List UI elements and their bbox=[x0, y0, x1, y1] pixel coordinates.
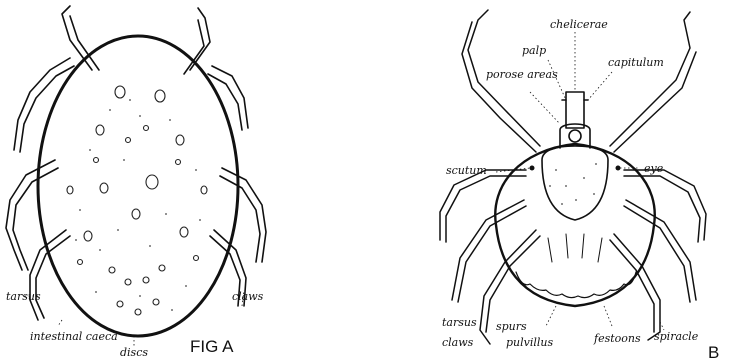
fig-b-label-eye: eye bbox=[644, 162, 664, 175]
fig-b-scutum bbox=[542, 146, 608, 220]
fig-b-body-outline bbox=[495, 144, 655, 306]
fig-b-label-scutum: scutum bbox=[446, 164, 487, 177]
fig-a-label-intestinal-caeca: intestinal caeca bbox=[30, 330, 118, 343]
fig-b-eye-right bbox=[616, 166, 621, 171]
fig-a-stipple bbox=[75, 99, 201, 311]
fig-b-capitulum bbox=[560, 92, 590, 148]
figure-b: chelicerae palp capitulum porose areas s… bbox=[440, 10, 719, 362]
fig-b-label-pulvillus: pulvillus bbox=[506, 336, 553, 349]
fig-b-punctations bbox=[549, 163, 597, 205]
figure-a: tarsus intestinal caeca discs claws FIG … bbox=[6, 6, 266, 359]
fig-b-label-spurs: spurs bbox=[496, 320, 527, 333]
fig-a-legs bbox=[6, 6, 266, 320]
fig-b-grooves bbox=[548, 234, 602, 262]
fig-b-label-porose-areas: porose areas bbox=[486, 68, 558, 81]
fig-a-label-tarsus: tarsus bbox=[6, 290, 41, 303]
fig-b-label-tarsus: tarsus bbox=[442, 316, 477, 329]
fig-b-label-claws: claws bbox=[442, 336, 474, 349]
fig-b-label-spiracle: spiracle bbox=[654, 330, 699, 343]
fig-b-label-chelicerae: chelicerae bbox=[550, 18, 608, 31]
fig-b-caption: B bbox=[708, 343, 719, 362]
fig-b-eye-left bbox=[530, 166, 535, 171]
fig-a-label-claws: claws bbox=[232, 290, 264, 303]
fig-a-caption: FIG A bbox=[190, 337, 234, 356]
fig-b-label-palp: palp bbox=[522, 44, 546, 57]
fig-b-legs bbox=[440, 10, 706, 344]
fig-b-label-festoons: festoons bbox=[593, 332, 641, 345]
fig-a-label-discs: discs bbox=[120, 346, 148, 359]
fig-a-discs bbox=[67, 86, 207, 315]
fig-b-label-capitulum: capitulum bbox=[608, 56, 664, 69]
